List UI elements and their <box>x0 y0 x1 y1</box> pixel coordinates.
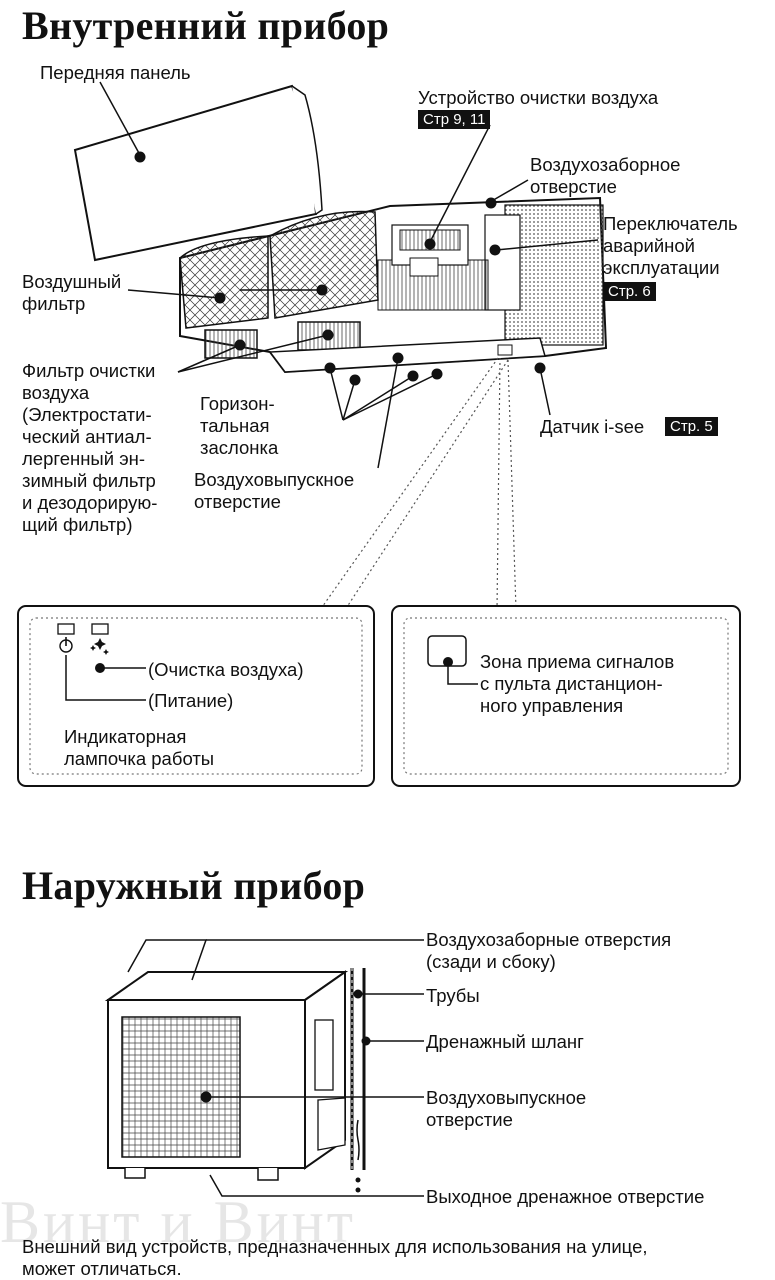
air-intake-label: Воздухозаборное отверстие <box>530 154 681 197</box>
outdoor-leader-dots <box>200 989 371 1103</box>
purifier-filter-label: Фильтр очистки воздуха (Электростати- че… <box>22 360 158 535</box>
power-indicator-label: (Питание) <box>148 690 234 711</box>
indicator-lamp-caption: Индикаторная лампочка работы <box>64 726 215 769</box>
pipes-label: Трубы <box>426 985 480 1006</box>
drain-outlet-label: Выходное дренажное отверстие <box>426 1186 705 1207</box>
sparkle-icon <box>90 638 109 655</box>
footnote: Внешний вид устройств, предназначенных д… <box>22 1236 648 1279</box>
front-panel-drawing <box>73 84 323 262</box>
power-icon <box>59 637 73 653</box>
signal-receiver-label: Зона приема сигналов с пульта дистанцион… <box>480 651 675 716</box>
air-purifier-page-ref: Стр 9, 11 <box>418 110 491 129</box>
outdoor-unit-diagram <box>104 939 424 1197</box>
horizontal-vane-label: Горизон- тальная заслонка <box>200 393 279 458</box>
outdoor-air-outlet-label: Воздуховыпускное отверстие <box>426 1087 587 1130</box>
air-cleaning-indicator-label: (Очистка воздуха) <box>148 659 304 680</box>
front-panel-label: Передняя панель <box>40 62 191 83</box>
sensor-page-ref: Стр. 5 <box>665 417 718 436</box>
indoor-leader-dots <box>134 151 546 386</box>
outdoor-title: Наружный прибор <box>22 863 366 908</box>
drain-hose-label: Дренажный шланг <box>426 1031 584 1052</box>
outdoor-leaders <box>127 939 424 1197</box>
indoor-unit-diagram <box>17 81 741 787</box>
emergency-switch-label: Переключатель аварийной эксплуатации <box>603 213 738 278</box>
indoor-title: Внутренний прибор <box>22 3 390 48</box>
receiver-panel <box>391 605 741 787</box>
emergency-switch-page-ref: Стр. 6 <box>603 282 656 301</box>
indoor-air-outlet-label: Воздуховыпускное отверстие <box>194 469 355 512</box>
air-purifier-label: Устройство очистки воздуха <box>418 87 659 108</box>
indoor-leaders <box>99 81 599 469</box>
zoom-lines <box>319 357 517 611</box>
watermark: Винт и Винт <box>0 1189 357 1255</box>
indicator-panel <box>17 605 375 787</box>
air-filter-label: Воздушный фильтр <box>22 271 122 314</box>
sensor-label: Датчик i-see <box>540 416 645 437</box>
outdoor-air-intakes-label: Воздухозаборные отверстия (сзади и сбоку… <box>426 929 672 972</box>
indoor-body-drawing <box>179 196 608 374</box>
outdoor-body-drawing <box>104 968 366 1193</box>
